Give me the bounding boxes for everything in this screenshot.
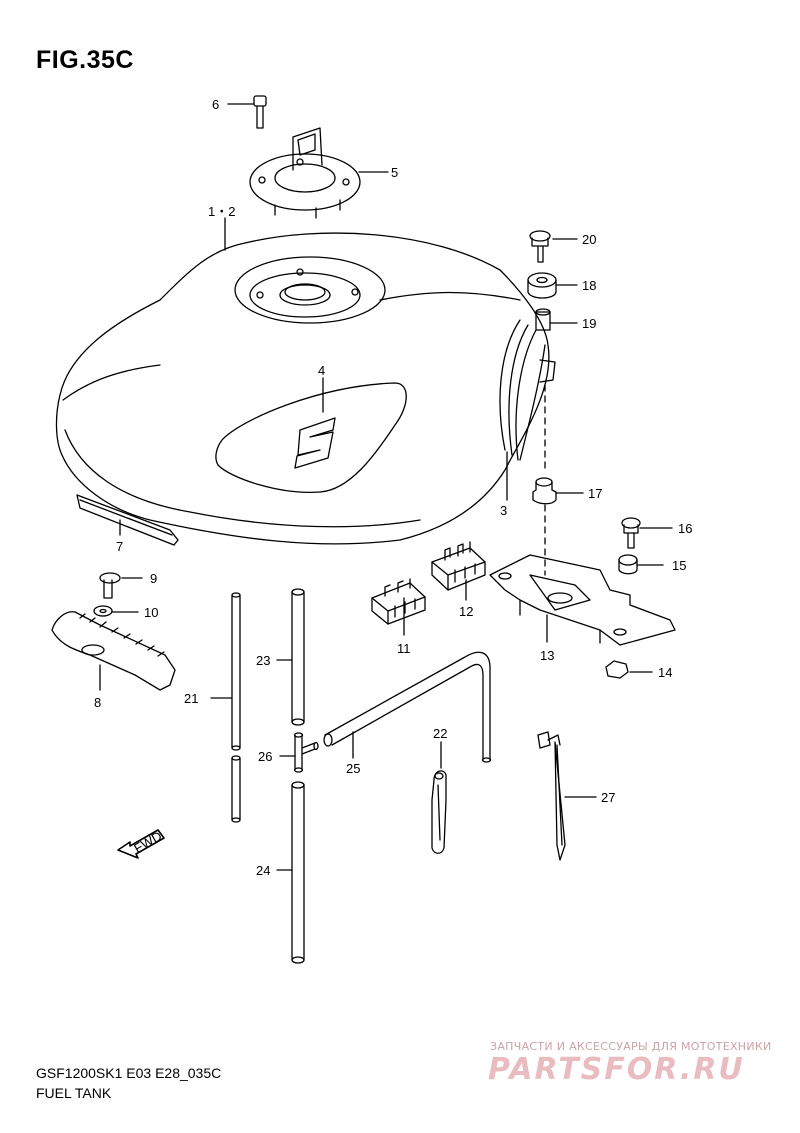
- callout-19: 19: [582, 316, 596, 331]
- rear-mount-part-8: [51, 611, 176, 691]
- hose-part-21: [231, 592, 241, 823]
- screw-part-9: [99, 572, 121, 599]
- callout-14: 14: [658, 665, 672, 680]
- cushion-part-17: [532, 477, 557, 505]
- assembly-name-label: FUEL TANK: [36, 1085, 112, 1101]
- figure-title: FIG.35C: [36, 46, 134, 74]
- mounting-bolt-part-20: [529, 230, 551, 263]
- hose-part-24: [291, 781, 305, 964]
- callout-3: 3: [500, 503, 507, 518]
- t-joint-part-26: [293, 732, 319, 773]
- callout-23: 23: [256, 653, 270, 668]
- callout-8: 8: [94, 695, 101, 710]
- callout-16: 16: [678, 521, 692, 536]
- callout-12: 12: [459, 604, 473, 619]
- hose-part-23: [291, 588, 305, 726]
- connector-block-part-11: [371, 578, 426, 625]
- bent-hose-part-25: [323, 651, 492, 763]
- callout-13: 13: [540, 648, 554, 663]
- damper-part-18: [527, 272, 557, 299]
- callout-10: 10: [144, 605, 158, 620]
- callout-9: 9: [150, 571, 157, 586]
- callout-20: 20: [582, 232, 596, 247]
- fuel-tank-part: [55, 232, 556, 545]
- callout-1-2: 1・2: [208, 204, 235, 219]
- watermark-tagline: ЗАПЧАСТИ И АКСЕССУАРЫ ДЛЯ МОТОТЕХНИКИ: [490, 1040, 772, 1053]
- callout-5: 5: [391, 165, 398, 180]
- screw-part-6: [253, 95, 267, 129]
- washer-part-10: [93, 605, 113, 617]
- fuel-cap-part: [249, 127, 361, 219]
- callout-25: 25: [346, 761, 360, 776]
- callout-15: 15: [672, 558, 686, 573]
- callout-6: 6: [212, 97, 219, 112]
- callout-18: 18: [582, 278, 596, 293]
- connector-block-part-12: [431, 541, 486, 591]
- rod-part-27: [537, 731, 566, 861]
- nut-part-14: [605, 660, 629, 679]
- nut-part-15: [618, 554, 638, 575]
- callout-4: 4: [318, 363, 325, 378]
- model-code-label: GSF1200SK1 E03 E28_035C: [36, 1065, 222, 1081]
- callout-7: 7: [116, 539, 123, 554]
- forward-direction-icon: [117, 829, 165, 859]
- watermark-brand-logo: PARTSFOR.RU: [488, 1052, 745, 1087]
- bolt-part-16: [621, 517, 641, 549]
- callout-24: 24: [256, 863, 270, 878]
- callout-27: 27: [601, 790, 615, 805]
- collar-part-19: [535, 308, 551, 331]
- callout-17: 17: [588, 486, 602, 501]
- callout-26: 26: [258, 749, 272, 764]
- callout-22: 22: [433, 726, 447, 741]
- callout-11: 11: [397, 641, 411, 656]
- callout-leader-lines: [99, 103, 673, 871]
- callout-21: 21: [184, 691, 198, 706]
- cushion-strip-part-7: [76, 494, 179, 546]
- bracket-part-13: [489, 554, 676, 646]
- clip-part-22: [431, 770, 447, 854]
